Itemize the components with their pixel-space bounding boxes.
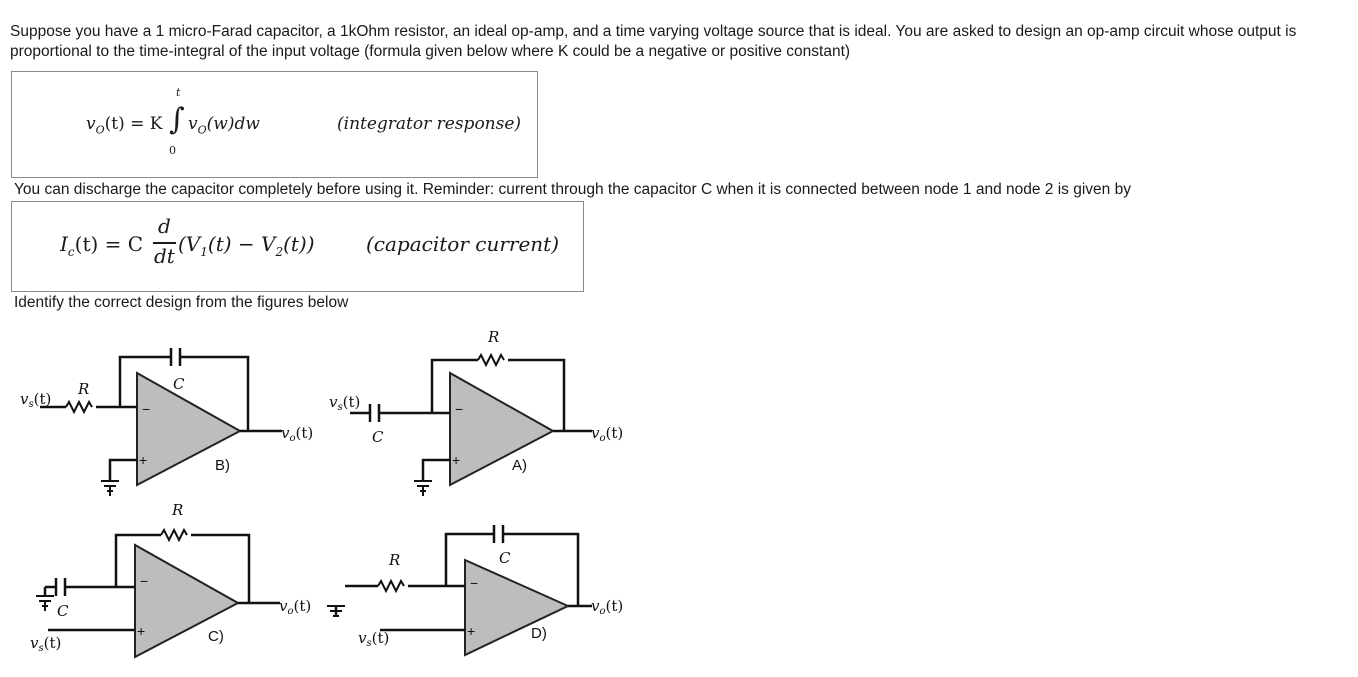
circuit-a-option-label: A) bbox=[512, 457, 527, 474]
question-paragraph-3: Identify the correct design from the fig… bbox=[14, 294, 349, 311]
circuit-a-minus: − bbox=[455, 401, 463, 417]
circuit-a bbox=[350, 352, 592, 496]
integrator-equation-box: vO(t) = K t ∫ 0 vO(w)dw (integrator resp… bbox=[11, 71, 538, 178]
capacitor-current-note: (capacitor current) bbox=[366, 232, 560, 256]
circuit-c-capacitor bbox=[54, 578, 67, 596]
capacitor-equation-box: Ic(t) = C d dt (V1(t) − V2(t)) (capacito… bbox=[11, 201, 584, 292]
circuit-a-capacitor bbox=[368, 404, 381, 422]
circuit-c-option-label: C) bbox=[208, 628, 224, 645]
capacitor-rhs: (V1(t) − V2(t)) bbox=[178, 232, 315, 259]
circuit-b-c-label: C bbox=[173, 375, 185, 393]
capacitor-lhs: Ic(t) = C bbox=[60, 232, 144, 259]
circuit-b-resistor bbox=[65, 399, 93, 415]
circuit-d-option-label: D) bbox=[531, 625, 547, 642]
circuit-options: R C vs(t) vo(t) − + B) R C vs(t) vo(t) −… bbox=[20, 328, 623, 659]
circuit-a-resistor bbox=[477, 352, 505, 368]
circuit-b-plus: + bbox=[139, 452, 147, 468]
circuit-b-option-label: B) bbox=[215, 457, 230, 474]
circuit-b-capacitor bbox=[169, 348, 182, 366]
fraction-numerator: d bbox=[158, 214, 171, 238]
circuit-c-output-label: vo(t) bbox=[279, 597, 311, 617]
circuit-d-c-label: C bbox=[499, 549, 511, 567]
integrator-response-note: (integrator response) bbox=[337, 114, 522, 134]
circuit-d-output-label: vo(t) bbox=[591, 597, 623, 617]
circuit-d-resistor bbox=[377, 578, 405, 594]
circuit-a-plus: + bbox=[452, 452, 460, 468]
circuit-c-input-label: vs(t) bbox=[30, 634, 61, 654]
integral-upper-limit: t bbox=[176, 86, 181, 99]
circuit-a-r-label: R bbox=[487, 328, 499, 346]
fraction-denominator: dt bbox=[154, 244, 175, 268]
circuit-b-r-label: R bbox=[77, 380, 89, 398]
question-paragraph-1: Suppose you have a 1 micro-Farad capacit… bbox=[10, 23, 1297, 60]
circuit-d-minus: − bbox=[470, 575, 478, 591]
circuit-c-r-label: R bbox=[171, 501, 183, 519]
integrator-lhs: vO(t) = K bbox=[86, 114, 163, 137]
circuit-a-input-label: vs(t) bbox=[329, 393, 360, 413]
circuit-d bbox=[327, 525, 592, 657]
fraction-bar bbox=[153, 242, 176, 244]
circuit-b-minus: − bbox=[142, 401, 150, 417]
circuit-c-resistor bbox=[160, 527, 188, 543]
circuit-b-input-label: vs(t) bbox=[20, 390, 51, 410]
circuit-d-capacitor bbox=[492, 525, 505, 543]
circuit-b-output-label: vo(t) bbox=[281, 424, 313, 444]
circuit-c-c-label: C bbox=[57, 602, 69, 620]
circuit-c bbox=[36, 527, 280, 659]
circuit-a-output-label: vo(t) bbox=[591, 424, 623, 444]
circuit-a-c-label: C bbox=[372, 428, 384, 446]
circuit-d-input-label: vs(t) bbox=[358, 629, 389, 649]
integral-sign: ∫ bbox=[169, 102, 185, 137]
circuit-b bbox=[40, 348, 282, 496]
circuit-d-r-label: R bbox=[388, 551, 400, 569]
integral-lower-limit: 0 bbox=[169, 144, 176, 157]
circuit-c-minus: − bbox=[140, 573, 148, 589]
circuit-d-plus: + bbox=[467, 623, 475, 639]
integrand: vO(w)dw bbox=[188, 114, 260, 137]
circuit-c-plus: + bbox=[137, 623, 145, 639]
question-paragraph-2: You can discharge the capacitor complete… bbox=[14, 181, 1131, 198]
